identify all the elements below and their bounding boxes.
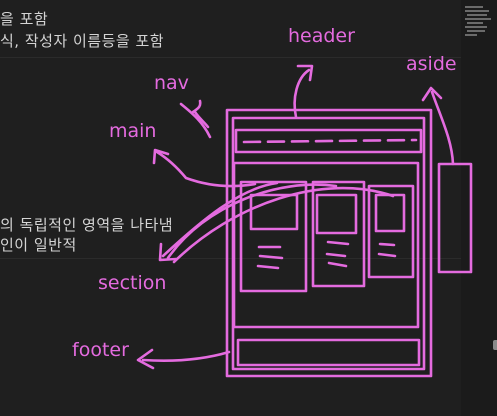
section-arrow-1	[161, 181, 279, 258]
label-header: header	[288, 25, 355, 47]
section-box-2	[311, 180, 366, 288]
section-arrow-2	[166, 183, 338, 260]
section-arrow-3	[172, 186, 395, 264]
page-inner-frame	[231, 116, 426, 371]
header-arrow-head	[296, 64, 314, 82]
main-arrow-head	[152, 148, 170, 165]
editor-minimap[interactable]	[461, 0, 497, 416]
section-image-2	[315, 193, 358, 235]
section-image-1	[249, 193, 299, 231]
nav-arrow-head	[191, 99, 210, 129]
header-box	[234, 128, 423, 154]
label-section: section	[98, 272, 166, 294]
editor-line-2: 식, 작성자 이름등을 포함	[0, 32, 165, 50]
section-text-3	[377, 242, 397, 258]
nav-arrow	[179, 102, 212, 139]
editor-line-1: 을 포함	[0, 10, 49, 28]
scroll-indicator[interactable]	[493, 340, 497, 350]
footer-box	[236, 338, 421, 367]
section-image-3	[374, 193, 406, 233]
footer-arrow	[141, 350, 231, 363]
aside-arrow	[430, 90, 455, 166]
label-footer: footer	[72, 339, 129, 361]
editor-line-3: 의 독립적인 영역을 나타냄	[0, 216, 174, 234]
section-text-2	[325, 240, 350, 268]
section-text-1	[256, 245, 284, 270]
editor-divider	[0, 57, 470, 58]
header-arrow	[293, 68, 311, 119]
label-main: main	[109, 120, 156, 142]
page-outer-frame	[225, 108, 433, 378]
aside-box	[437, 162, 473, 274]
main-arrow	[155, 150, 257, 188]
label-nav: nav	[154, 72, 189, 94]
aside-arrow-head	[421, 86, 443, 102]
section-arrow-head	[158, 242, 178, 262]
section-box-1	[239, 180, 308, 293]
editor-line-4: 인이 일반적	[0, 236, 77, 254]
footer-arrow-head	[136, 348, 155, 370]
header-dash-line	[242, 138, 418, 144]
section-box-3	[367, 184, 415, 279]
label-aside: aside	[406, 53, 457, 75]
main-box	[232, 161, 420, 329]
